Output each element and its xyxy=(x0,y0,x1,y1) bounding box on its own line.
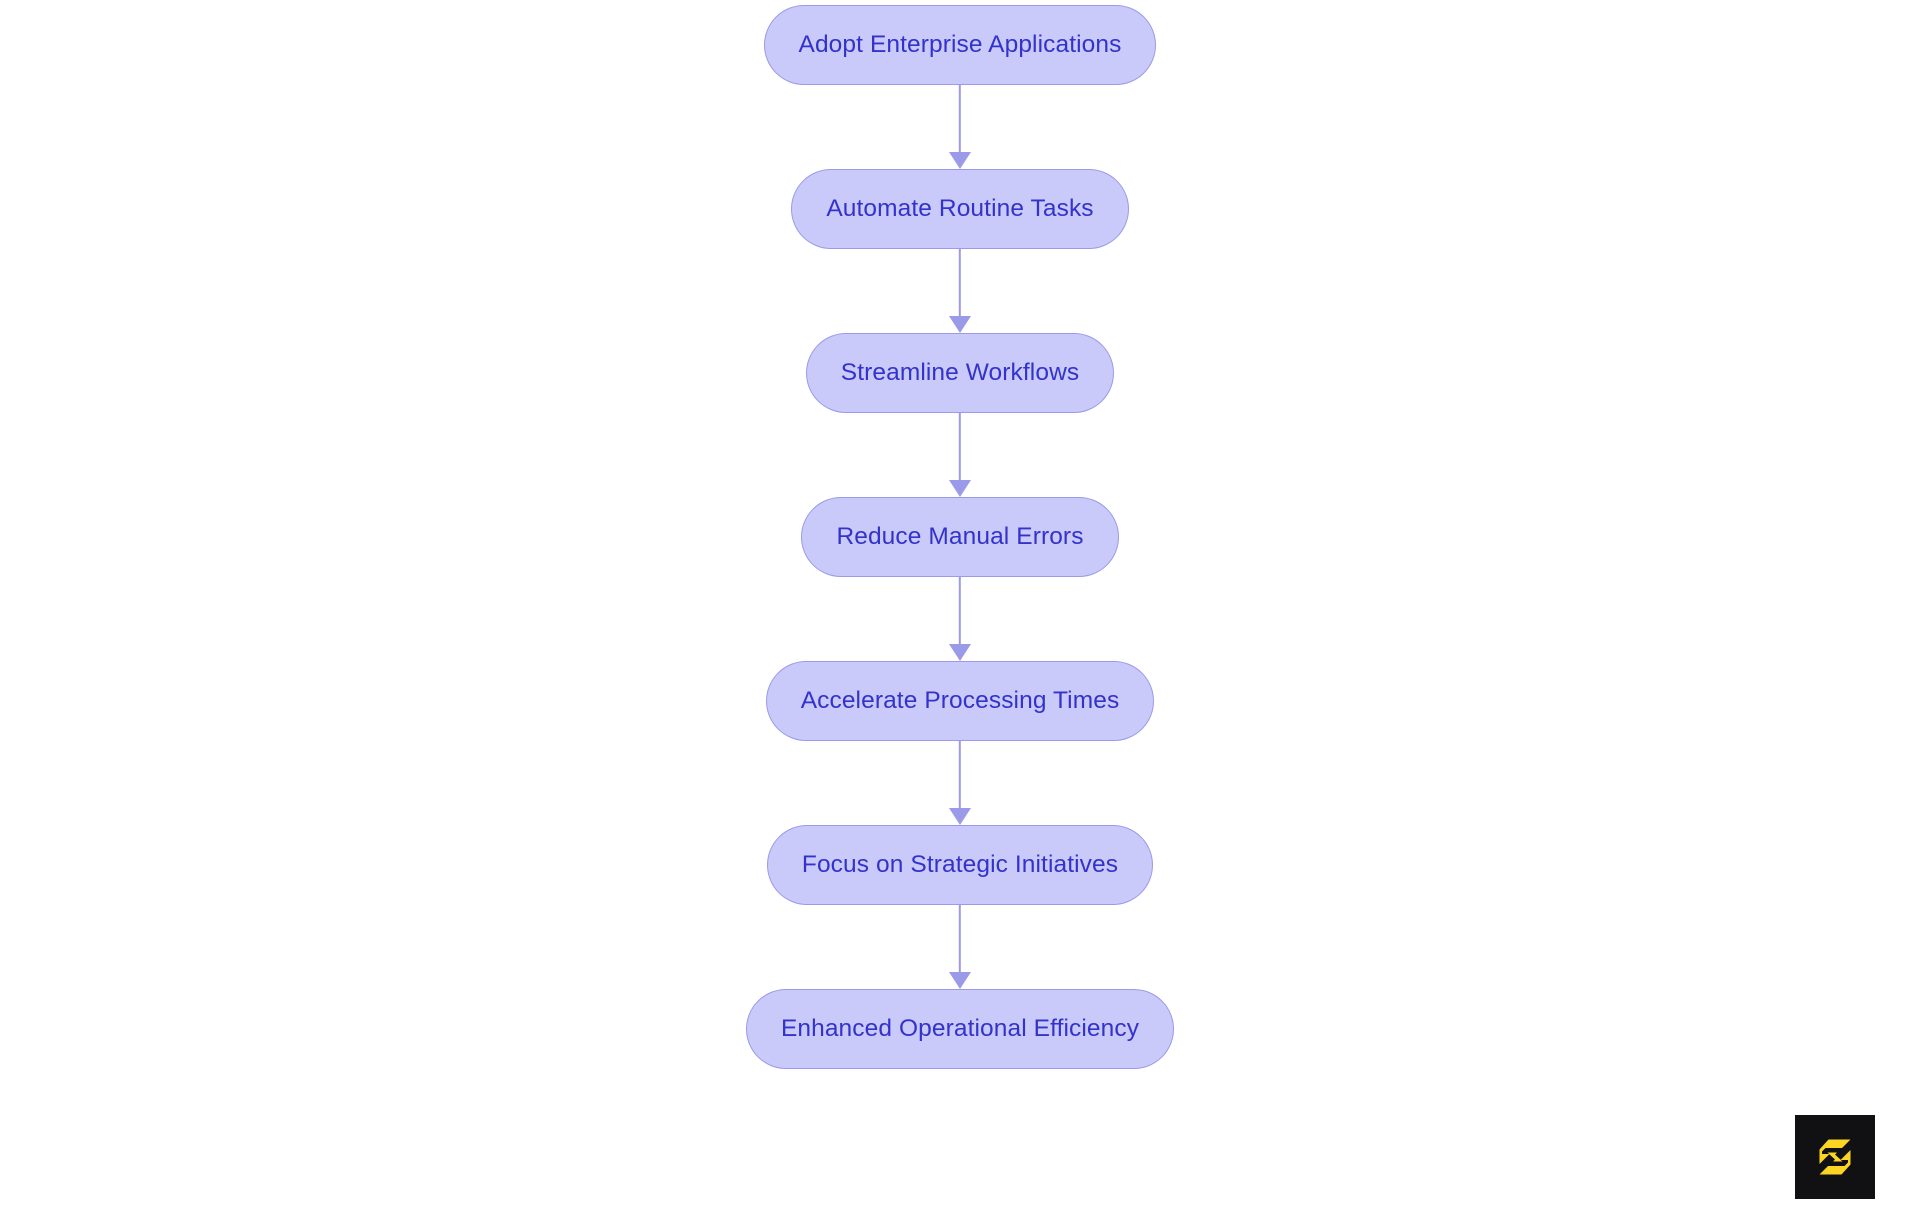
arrow-line xyxy=(958,905,962,975)
flow-node-label: Accelerate Processing Times xyxy=(800,686,1120,714)
flowchart-node-column: Adopt Enterprise Applications Automate R… xyxy=(0,5,1920,1069)
flow-arrow-n3-to-n4 xyxy=(949,413,971,497)
flow-node-reduce-manual-errors[interactable]: Reduce Manual Errors xyxy=(801,497,1119,577)
flow-arrow-n1-to-n2 xyxy=(949,85,971,169)
flow-node-label: Streamline Workflows xyxy=(840,358,1080,386)
flow-arrow-n4-to-n5 xyxy=(949,577,971,661)
flow-node-streamline-workflows[interactable]: Streamline Workflows xyxy=(805,333,1115,413)
arrow-head-icon xyxy=(949,480,971,497)
brand-logo-badge xyxy=(1795,1115,1875,1199)
flow-arrow-n6-to-n7 xyxy=(949,905,971,989)
flow-node-adopt-enterprise-applications[interactable]: Adopt Enterprise Applications xyxy=(763,5,1157,85)
flow-node-label: Adopt Enterprise Applications xyxy=(798,30,1122,58)
s-logo-icon xyxy=(1819,1139,1851,1175)
flow-node-label: Reduce Manual Errors xyxy=(836,522,1084,550)
arrow-line xyxy=(958,249,962,319)
arrow-line xyxy=(958,577,962,647)
flow-node-label: Focus on Strategic Initiatives xyxy=(801,850,1119,878)
flow-node-enhanced-operational-efficiency[interactable]: Enhanced Operational Efficiency xyxy=(745,989,1175,1069)
flow-node-label: Enhanced Operational Efficiency xyxy=(780,1014,1140,1042)
arrow-head-icon xyxy=(949,808,971,825)
arrow-head-icon xyxy=(949,972,971,989)
flow-node-automate-routine-tasks[interactable]: Automate Routine Tasks xyxy=(791,169,1129,249)
flow-arrow-n2-to-n3 xyxy=(949,249,971,333)
flow-node-label: Automate Routine Tasks xyxy=(826,194,1094,222)
arrow-head-icon xyxy=(949,644,971,661)
arrow-head-icon xyxy=(949,316,971,333)
arrow-line xyxy=(958,741,962,811)
arrow-line xyxy=(958,85,962,155)
arrow-head-icon xyxy=(949,152,971,169)
flow-node-accelerate-processing-times[interactable]: Accelerate Processing Times xyxy=(765,661,1155,741)
arrow-line xyxy=(958,413,962,483)
flow-node-focus-on-strategic-initiatives[interactable]: Focus on Strategic Initiatives xyxy=(766,825,1154,905)
flow-arrow-n5-to-n6 xyxy=(949,741,971,825)
